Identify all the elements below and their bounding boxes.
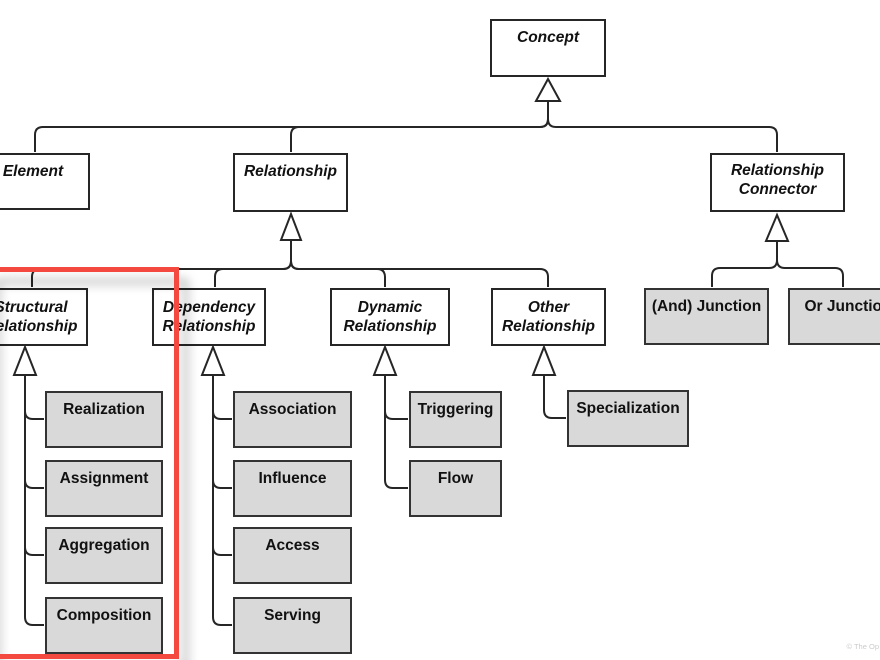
node-flow: Flow [409, 460, 502, 517]
node-label-line1: Relationship [730, 162, 824, 179]
node-relationship: Relationship [233, 153, 348, 212]
connector-relationship-other [290, 240, 549, 287]
node-label-line1: Dynamic [357, 299, 423, 316]
node-composition: Composition [45, 597, 163, 654]
node-label-line2: Relationship [343, 318, 437, 335]
copyright-watermark: © The Op [846, 642, 880, 651]
node-label-line2: Relationship [501, 318, 595, 335]
node-label-line2: Relationship [162, 318, 256, 335]
node-dependency-relationship: Dependency Relationship [152, 288, 266, 346]
connector-dependency-access [212, 376, 232, 556]
node-triggering: Triggering [409, 391, 502, 448]
connector-dependency-influence [212, 376, 232, 489]
connector-concept-relationship-connector [547, 101, 778, 152]
connector-dynamic-triggering [384, 376, 408, 420]
connector-other-specialization [543, 376, 566, 419]
generalization-arrow-icon [279, 211, 303, 241]
node-association: Association [233, 391, 352, 448]
node-specialization: Specialization [567, 390, 689, 447]
node-structural-relationship: Structural Relationship [0, 288, 88, 346]
node-and-junction: (And) Junction [644, 288, 769, 345]
node-label-line1: Dependency [162, 299, 256, 316]
node-influence: Influence [233, 460, 352, 517]
connector-relconn-and-junction [711, 241, 778, 287]
node-relationship-connector: Relationship Connector [710, 153, 845, 212]
generalization-arrow-icon [200, 344, 226, 376]
node-concept: Concept [490, 19, 606, 77]
connector-dependency-serving [212, 376, 232, 626]
node-label-line2: Connector [738, 181, 817, 198]
node-label-line1: Other [527, 299, 570, 316]
node-label-line2: Relationship [0, 318, 78, 335]
node-serving: Serving [233, 597, 352, 654]
node-realization: Realization [45, 391, 163, 448]
generalization-arrow-icon [12, 344, 38, 376]
node-label-line1: Structural [0, 299, 68, 316]
connector-dynamic-flow [384, 376, 408, 489]
node-dynamic-relationship: Dynamic Relationship [330, 288, 450, 346]
generalization-arrow-icon [372, 344, 398, 376]
connector-concept-relationship [290, 101, 549, 152]
connector-relationship-dynamic [290, 240, 386, 287]
generalization-arrow-icon [764, 212, 790, 242]
node-aggregation: Aggregation [45, 527, 163, 584]
connector-relationship-dependency [214, 240, 292, 287]
node-access: Access [233, 527, 352, 584]
generalization-arrow-icon [531, 344, 557, 376]
highlight-rectangle [0, 267, 179, 659]
node-other-relationship: Other Relationship [491, 288, 606, 346]
node-or-junction: Or Junction [788, 288, 880, 345]
connector-structural-composition [24, 376, 44, 626]
generalization-arrow-icon [534, 76, 562, 102]
node-element: Element [0, 153, 90, 210]
connector-relconn-or-junction [776, 241, 844, 287]
node-assignment: Assignment [45, 460, 163, 517]
connector-dependency-association [212, 376, 232, 420]
